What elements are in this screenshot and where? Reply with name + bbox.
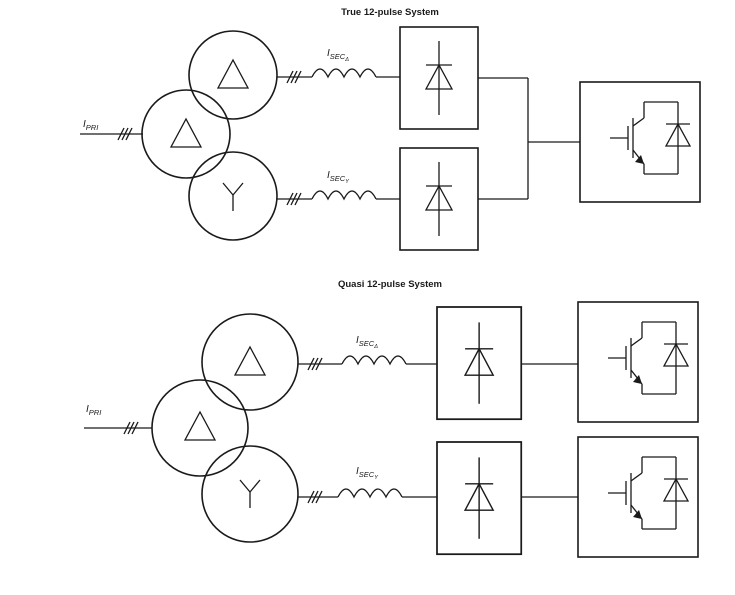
diagram-title: Quasi 12-pulse System — [338, 279, 442, 290]
delta-secondary-inductor — [341, 355, 407, 365]
true-12-pulse-diagram: True 12-pulse System IPRI ISECΔ ISECY — [80, 7, 701, 251]
rectifier-block-wye — [436, 441, 523, 556]
primary-current-label: IPRI — [86, 404, 101, 417]
delta-secondary-current-label: ISECΔ — [356, 335, 378, 350]
transformer-primary-winding — [151, 379, 249, 477]
delta-symbol — [170, 118, 202, 148]
delta-symbol — [234, 346, 266, 376]
wye-secondary-inductor — [337, 488, 403, 498]
rectifier-block-delta — [436, 306, 523, 421]
delta-symbol — [184, 411, 216, 441]
transformer-primary-winding — [141, 89, 231, 179]
wye-symbol — [239, 479, 261, 509]
transformer-wye-secondary-winding — [201, 445, 299, 543]
wye-secondary-inductor — [311, 190, 377, 200]
delta-symbol — [217, 59, 249, 89]
inverter-block — [579, 81, 701, 203]
delta-secondary-current-label: ISECΔ — [327, 48, 349, 63]
quasi-12-pulse-diagram: Quasi 12-pulse System IPRI ISECΔ ISECY — [84, 279, 699, 558]
inverter-block-wye — [577, 436, 699, 558]
wye-secondary-current-label: ISECY — [356, 466, 378, 481]
rectifier-block-wye — [399, 147, 479, 251]
wye-secondary-current-label: ISECY — [327, 170, 349, 185]
wye-symbol — [222, 182, 244, 212]
transformer-delta-secondary-winding — [201, 313, 299, 411]
inverter-block-delta — [577, 301, 699, 423]
transformer-delta-secondary-winding — [188, 30, 278, 120]
rectifier-block-delta — [399, 26, 479, 130]
diagram-title: True 12-pulse System — [341, 7, 439, 18]
transformer-wye-secondary-winding — [188, 151, 278, 241]
primary-current-label: IPRI — [83, 119, 98, 132]
delta-secondary-inductor — [311, 68, 377, 78]
